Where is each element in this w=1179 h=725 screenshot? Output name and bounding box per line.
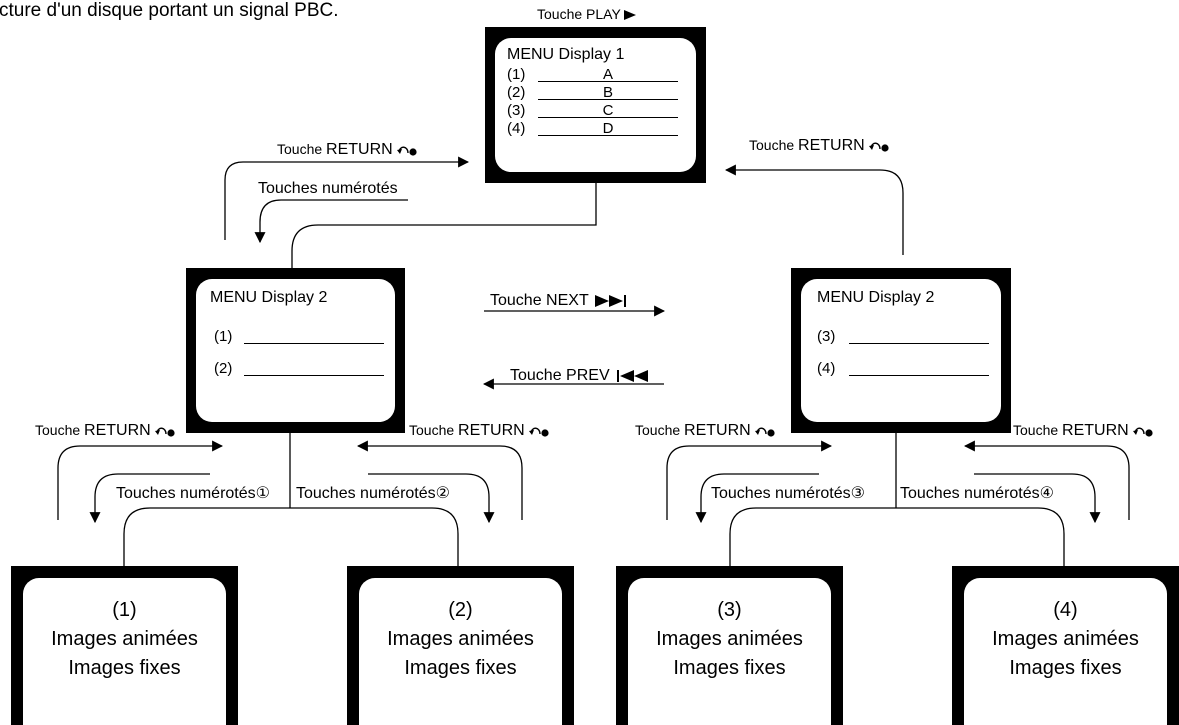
return-label-upper-left: Touche RETURN	[277, 142, 419, 158]
return-arrow-right-to-menu1	[724, 164, 904, 255]
return-arrow-left-to-menu1	[224, 156, 470, 240]
menu2-left-row-1: (1)	[214, 328, 384, 345]
image-screen-4-tv: (4) Images animées Images fixes	[952, 566, 1179, 725]
return-arrow-img3	[666, 440, 833, 520]
image-screen-2-tv: (2) Images animées Images fixes	[347, 566, 574, 725]
menu-display-2-left-screen: MENU Display 2 (1) (2)	[196, 279, 395, 422]
numbered-keys-label-1: Touches numérotés①	[116, 485, 270, 502]
return-arrow-icon	[754, 427, 775, 437]
branch-right-3	[729, 507, 896, 566]
menu1-row-4-value: D	[602, 120, 614, 137]
menu-display-1-screen: MENU Display 1 (1) A (2) B (3) C (4) D	[495, 38, 696, 172]
numbered-keys-label-2: Touches numérotés②	[296, 485, 450, 502]
numbered-arrow-img4	[974, 473, 1101, 524]
menu1-row-1-num: (1)	[507, 66, 526, 83]
return-label-lower-1: Touche RETURN	[35, 423, 177, 439]
branch-right-4	[896, 507, 1065, 566]
return-arrow-img2	[356, 440, 523, 520]
image-screen-1-text: (1) Images animées Images fixes	[51, 599, 198, 679]
menu1-row-2-value: B	[602, 84, 613, 101]
menu1-row-1-line	[538, 81, 678, 82]
menu1-row-3-num: (3)	[507, 102, 526, 119]
menu2-right-row-2: (4)	[817, 360, 989, 377]
menu1-row-2-num: (2)	[507, 84, 526, 101]
menu1-row-3-line	[538, 117, 678, 118]
return-label-lower-3: Touche RETURN	[635, 423, 777, 439]
menu2-right-row-2-line	[849, 375, 989, 376]
numbered-arrow-img3	[695, 473, 819, 524]
image-screen-3: (3) Images animées Images fixes	[628, 578, 831, 725]
prev-track-icon	[617, 369, 649, 382]
menu2-left-row-1-num: (1)	[214, 328, 233, 345]
menu-display-2-left-tv: MENU Display 2 (1) (2)	[186, 268, 405, 433]
menu2-left-row-1-line	[244, 343, 384, 344]
menu1-row-3-value: C	[602, 102, 614, 119]
play-key-label: Touche PLAY	[537, 7, 637, 21]
menu2-right-row-1-line	[849, 343, 989, 344]
next-track-icon	[594, 294, 626, 307]
menu1-row-2-line	[538, 99, 678, 100]
numbered-arrow-img1	[89, 473, 210, 524]
next-key-label: Touche NEXT	[490, 293, 629, 309]
menu2-right-row-1: (3)	[817, 328, 989, 345]
return-arrow-icon	[154, 427, 175, 437]
menu1-row-4-line	[538, 135, 678, 136]
numbered-keys-label-3: Touches numérotés③	[711, 485, 865, 502]
menu2-right-row-2-num: (4)	[817, 360, 836, 377]
image-screen-2: (2) Images animées Images fixes	[359, 578, 562, 725]
return-label-lower-4: Touche RETURN	[1013, 423, 1155, 439]
image-screen-4: (4) Images animées Images fixes	[964, 578, 1167, 725]
prev-key-label: Touche PREV	[510, 368, 650, 384]
menu2-right-row-1-num: (3)	[817, 328, 836, 345]
image-screen-3-tv: (3) Images animées Images fixes	[616, 566, 843, 725]
menu2-left-row-2-num: (2)	[214, 360, 233, 377]
menu-display-2-left-title: MENU Display 2	[210, 289, 328, 306]
return-arrow-icon	[528, 427, 549, 437]
menu-display-1-tv: MENU Display 1 (1) A (2) B (3) C (4) D	[485, 27, 706, 183]
return-arrow-img1	[57, 440, 224, 520]
image-screen-2-text: (2) Images animées Images fixes	[387, 599, 534, 679]
menu-display-2-right-tv: MENU Display 2 (3) (4)	[791, 268, 1011, 433]
branch-left-1	[123, 507, 290, 566]
menu-display-2-right-title: MENU Display 2	[817, 289, 935, 306]
page-heading: cture d'un disque portant un signal PBC.	[0, 0, 339, 21]
menu1-row-4: (4) D	[507, 120, 678, 137]
image-screen-3-text: (3) Images animées Images fixes	[656, 599, 803, 679]
return-label-upper-right: Touche RETURN	[749, 138, 891, 154]
numbered-keys-label-4: Touches numérotés④	[900, 485, 1054, 502]
menu-display-2-right-screen: MENU Display 2 (3) (4)	[801, 279, 1001, 422]
menu1-row-3: (3) C	[507, 102, 678, 119]
menu2-left-row-2-line	[244, 375, 384, 376]
connector-menu1-to-menu2-left	[291, 182, 597, 268]
return-arrow-img4	[963, 440, 1130, 520]
menu-display-1-title: MENU Display 1	[507, 46, 625, 63]
play-triangle-icon	[624, 10, 637, 21]
return-arrow-icon	[1132, 427, 1153, 437]
return-arrow-icon	[396, 146, 417, 156]
numbered-arrow-to-menu2-left	[254, 199, 408, 244]
numbered-keys-label-upper: Touches numérotés	[258, 180, 398, 197]
menu1-row-1-value: A	[602, 66, 613, 83]
image-screen-4-text: (4) Images animées Images fixes	[992, 599, 1139, 679]
menu1-row-1: (1) A	[507, 66, 678, 83]
return-label-lower-2: Touche RETURN	[409, 423, 551, 439]
menu1-row-4-num: (4)	[507, 120, 526, 137]
menu1-row-2: (2) B	[507, 84, 678, 101]
menu2-left-row-2: (2)	[214, 360, 384, 377]
numbered-arrow-img2	[368, 473, 495, 524]
branch-left-2	[290, 507, 459, 566]
image-screen-1-tv: (1) Images animées Images fixes	[11, 566, 238, 725]
image-screen-1: (1) Images animées Images fixes	[23, 578, 226, 725]
return-arrow-icon	[868, 142, 889, 152]
